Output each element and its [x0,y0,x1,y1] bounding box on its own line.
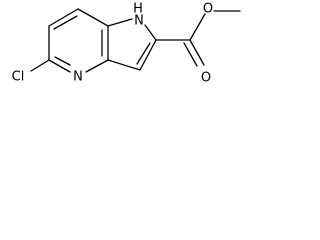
structure-canvas: H N N Cl O O [0,0,282,102]
bond-carbonyl-o-ester [189,13,206,41]
bond-n1-c2 [144,24,157,41]
bond-c5-n4 [48,59,71,73]
atom-label-chlorine: Cl [12,70,25,85]
bond-c7-c6 [48,8,79,27]
atom-label-h: H [133,2,143,17]
bond-carbonyl-o-double-a [189,39,205,66]
bond-c7a-c7 [77,8,109,27]
bond-c2-c3-inner [136,42,151,65]
atom-label-carbonyl-o: O [201,71,211,86]
atom-label-ester-o: O [203,2,213,17]
bond-c7-c6-inner [53,15,78,30]
bond-c2-c3 [139,39,157,71]
bond-carbonyl-o-double-b [183,42,198,67]
atom-label-pyridine-n: N [73,70,83,85]
bond-c7a-n1 [107,18,133,27]
bond-n4-c3a [85,59,109,73]
bond-c5-n4-inner [54,56,71,66]
bond-c3-c3a [107,59,141,71]
bond-c5-cl [30,59,50,72]
atom-label-nh: N [134,14,144,29]
molecule-diagram: H N N Cl O O [12,2,241,86]
